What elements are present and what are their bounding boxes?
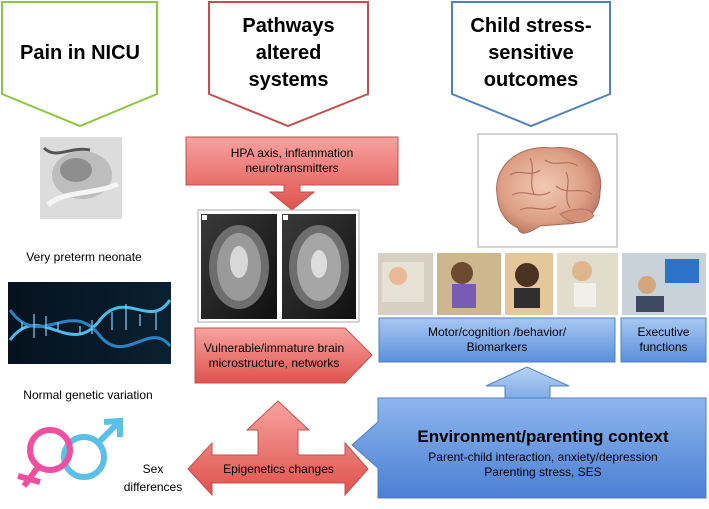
hpa-box [185,136,399,211]
motor-label: Motor/cognition /behavior/ Biomarkers [380,325,614,355]
sex-label-line1: Sex [142,462,164,476]
pathways-header-shape [208,1,369,128]
executive-box [620,317,707,363]
blue-up-arrow [485,366,570,400]
environment-box [351,397,707,499]
executive-label: Executive functions [622,325,705,355]
outcomes-header-shape [451,1,611,128]
outcomes-header-title: Child stress- sensitive outcomes [453,13,609,94]
epigenetics-arrow [187,400,369,497]
executive-label-line1: Executive [637,325,690,339]
epigenetics-label: Epigenetics changes [223,462,334,476]
pain-header-shape [0,1,158,128]
outcomes-title-line2: sensitive [488,42,574,64]
environment-title: Environment/parenting context [417,427,669,446]
pathways-header-title: Pathways altered systems [210,13,367,94]
brain-label-line2: microstructure, networks [208,356,340,370]
sex-symbols-icon [17,417,123,488]
pathways-title-line2: altered [255,42,322,64]
neonate-photo [40,137,122,219]
environment-line1: Parent-child interaction, anxiety/depres… [428,450,658,464]
pathways-title-line3: systems [248,69,329,91]
hpa-label: HPA axis, inflammation neurotransmitters [188,146,396,176]
motor-label-line1: Motor/cognition /behavior/ [427,325,567,339]
brain-label: Vulnerable/immature brain microstructure… [195,341,353,371]
outcomes-title-line3: outcomes [483,69,579,91]
pain-header-title: Pain in NICU [19,42,140,64]
hpa-label-line2: neurotransmitters [245,161,339,175]
brain-label-line1: Vulnerable/immature brain [203,341,345,355]
neonate-label: Very preterm neonate [26,250,142,264]
pathways-title-line1: Pathways [242,15,335,37]
brain-arrow-box [194,327,373,384]
motor-label-line2: Biomarkers [466,340,528,354]
sex-label-line2: differences [123,480,183,494]
genetic-label: Normal genetic variation [23,388,153,402]
child-photos [378,253,706,315]
motor-box [378,317,616,363]
environment-text: Parent-child interaction, anxiety/depres… [382,450,704,480]
executive-label-line2: functions [639,340,688,354]
sex-label: Sex differences [118,460,188,496]
outcomes-title-line1: Child stress- [470,15,592,37]
environment-line2: Parenting stress, SES [484,465,602,479]
dna-photo [8,282,172,364]
hpa-label-line1: HPA axis, inflammation [230,146,354,160]
